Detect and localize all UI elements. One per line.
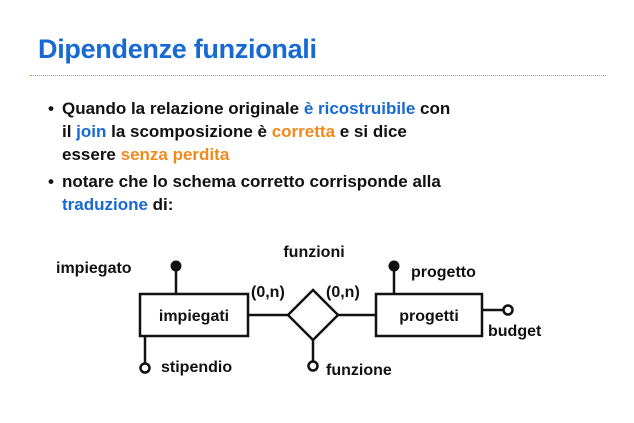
- highlight-senza-perdita: senza perdita: [120, 145, 230, 164]
- highlight-traduzione: traduzione: [62, 195, 148, 214]
- attribute-label-budget: budget: [488, 323, 542, 340]
- relationship-label-funzioni: funzioni: [283, 244, 344, 261]
- entity-progetti: [374, 292, 484, 338]
- bullet-dot: •: [48, 99, 54, 118]
- bullet-line: essere senza perdita: [62, 143, 588, 166]
- text-run: e si dice: [335, 122, 407, 141]
- bullet-line: notare che lo schema corretto corrispond…: [62, 170, 588, 193]
- highlight-ricostruibile: è ricostruibile: [303, 99, 416, 118]
- text-run: con: [415, 99, 451, 118]
- attribute-label-funzione: funzione: [326, 362, 392, 379]
- text-run: notare che lo schema corretto corrispond…: [62, 172, 441, 191]
- cardinality-right: (0,n): [326, 284, 360, 301]
- attribute-label-progetto: progetto: [411, 264, 476, 281]
- text-run: Quando la relazione originale: [62, 99, 304, 118]
- identifier-marker-impiegato: [170, 260, 182, 272]
- attribute-label-impiegato: impiegato: [56, 260, 132, 277]
- attribute-marker-budget: [502, 304, 514, 316]
- bullet-line: traduzione di:: [62, 193, 588, 216]
- text-run: essere: [62, 145, 121, 164]
- highlight-corretta: corretta: [271, 122, 336, 141]
- bullet-dot: •: [48, 172, 54, 191]
- bullet-item: • Quando la relazione originale è ricost…: [48, 97, 588, 166]
- entity-impiegati: [138, 292, 250, 338]
- entity-label-impiegati: impiegati: [159, 308, 229, 325]
- attribute-marker-funzione: [307, 360, 319, 372]
- bullet-item: • notare che lo schema corretto corrispo…: [48, 170, 588, 216]
- title-divider: [30, 75, 606, 76]
- entity-label-progetti: progetti: [399, 308, 459, 325]
- identifier-marker-progetto: [388, 260, 400, 272]
- attribute-label-stipendio: stipendio: [161, 359, 232, 376]
- text-run: il: [62, 122, 77, 141]
- slide-title: Dipendenze funzionali: [38, 34, 317, 64]
- bullet-line: Quando la relazione originale è ricostru…: [62, 97, 588, 120]
- text-run: di:: [147, 195, 174, 214]
- relationship-diamond: [286, 288, 340, 342]
- highlight-join: join: [76, 122, 107, 141]
- bullet-list: • Quando la relazione originale è ricost…: [48, 97, 588, 220]
- text-run: la scomposizione è: [106, 122, 272, 141]
- bullet-line: il join la scomposizione è corretta e si…: [62, 120, 588, 143]
- cardinality-left: (0,n): [251, 284, 285, 301]
- attribute-marker-stipendio: [139, 362, 151, 374]
